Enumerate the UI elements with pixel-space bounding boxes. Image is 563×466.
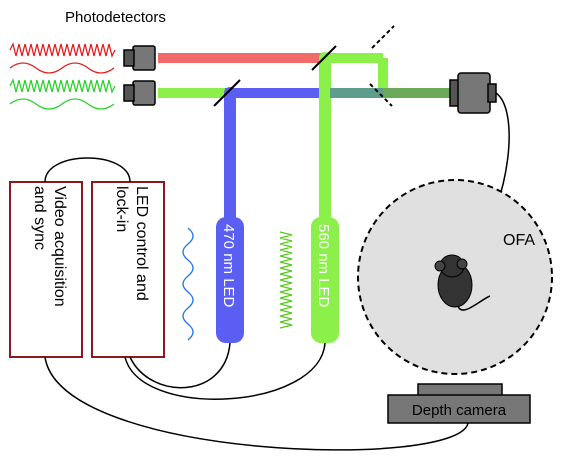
red-fast-wave-icon — [9, 42, 116, 58]
mouse-icon — [434, 254, 491, 311]
video-box-line1: Video acquisition — [51, 186, 68, 307]
depth-camera — [387, 383, 531, 424]
led-control-box — [91, 181, 165, 358]
led-470-module — [216, 217, 244, 343]
led-560-module — [311, 217, 339, 343]
dichroic-mirror-4 — [369, 83, 393, 107]
red-slow-wave-icon — [9, 62, 115, 74]
green-fast-wave-icon — [9, 78, 116, 94]
depth-camera-label: Depth camera — [412, 402, 507, 419]
ofa-label: OFA — [503, 232, 535, 249]
led-470-cable — [129, 342, 231, 389]
dichroic-mirror-2 — [311, 45, 337, 71]
dichroic-mirror-3 — [371, 25, 395, 49]
dichroic-mirror-1 — [213, 79, 241, 107]
video-box-line2: and sync — [31, 186, 48, 250]
led-560-cable — [124, 342, 326, 400]
led-box-line1: LED control and — [133, 186, 150, 301]
green-modulation-wave-icon — [279, 231, 293, 329]
led-470-label: 470 nm LED — [220, 224, 237, 308]
fiber-coupler — [449, 72, 497, 114]
led-box-line2: lock-in — [113, 186, 130, 232]
depth-camera-cable — [44, 356, 469, 451]
photodetector-red — [123, 45, 156, 71]
photodetector-green — [123, 80, 156, 106]
sync-cable — [44, 157, 131, 183]
led-560-label: 560 nm LED — [315, 224, 332, 308]
video-acquisition-box — [9, 181, 83, 358]
green-slow-wave-icon — [9, 98, 115, 110]
photodetectors-label: Photodetectors — [65, 9, 166, 26]
blue-modulation-wave-icon — [182, 227, 194, 341]
